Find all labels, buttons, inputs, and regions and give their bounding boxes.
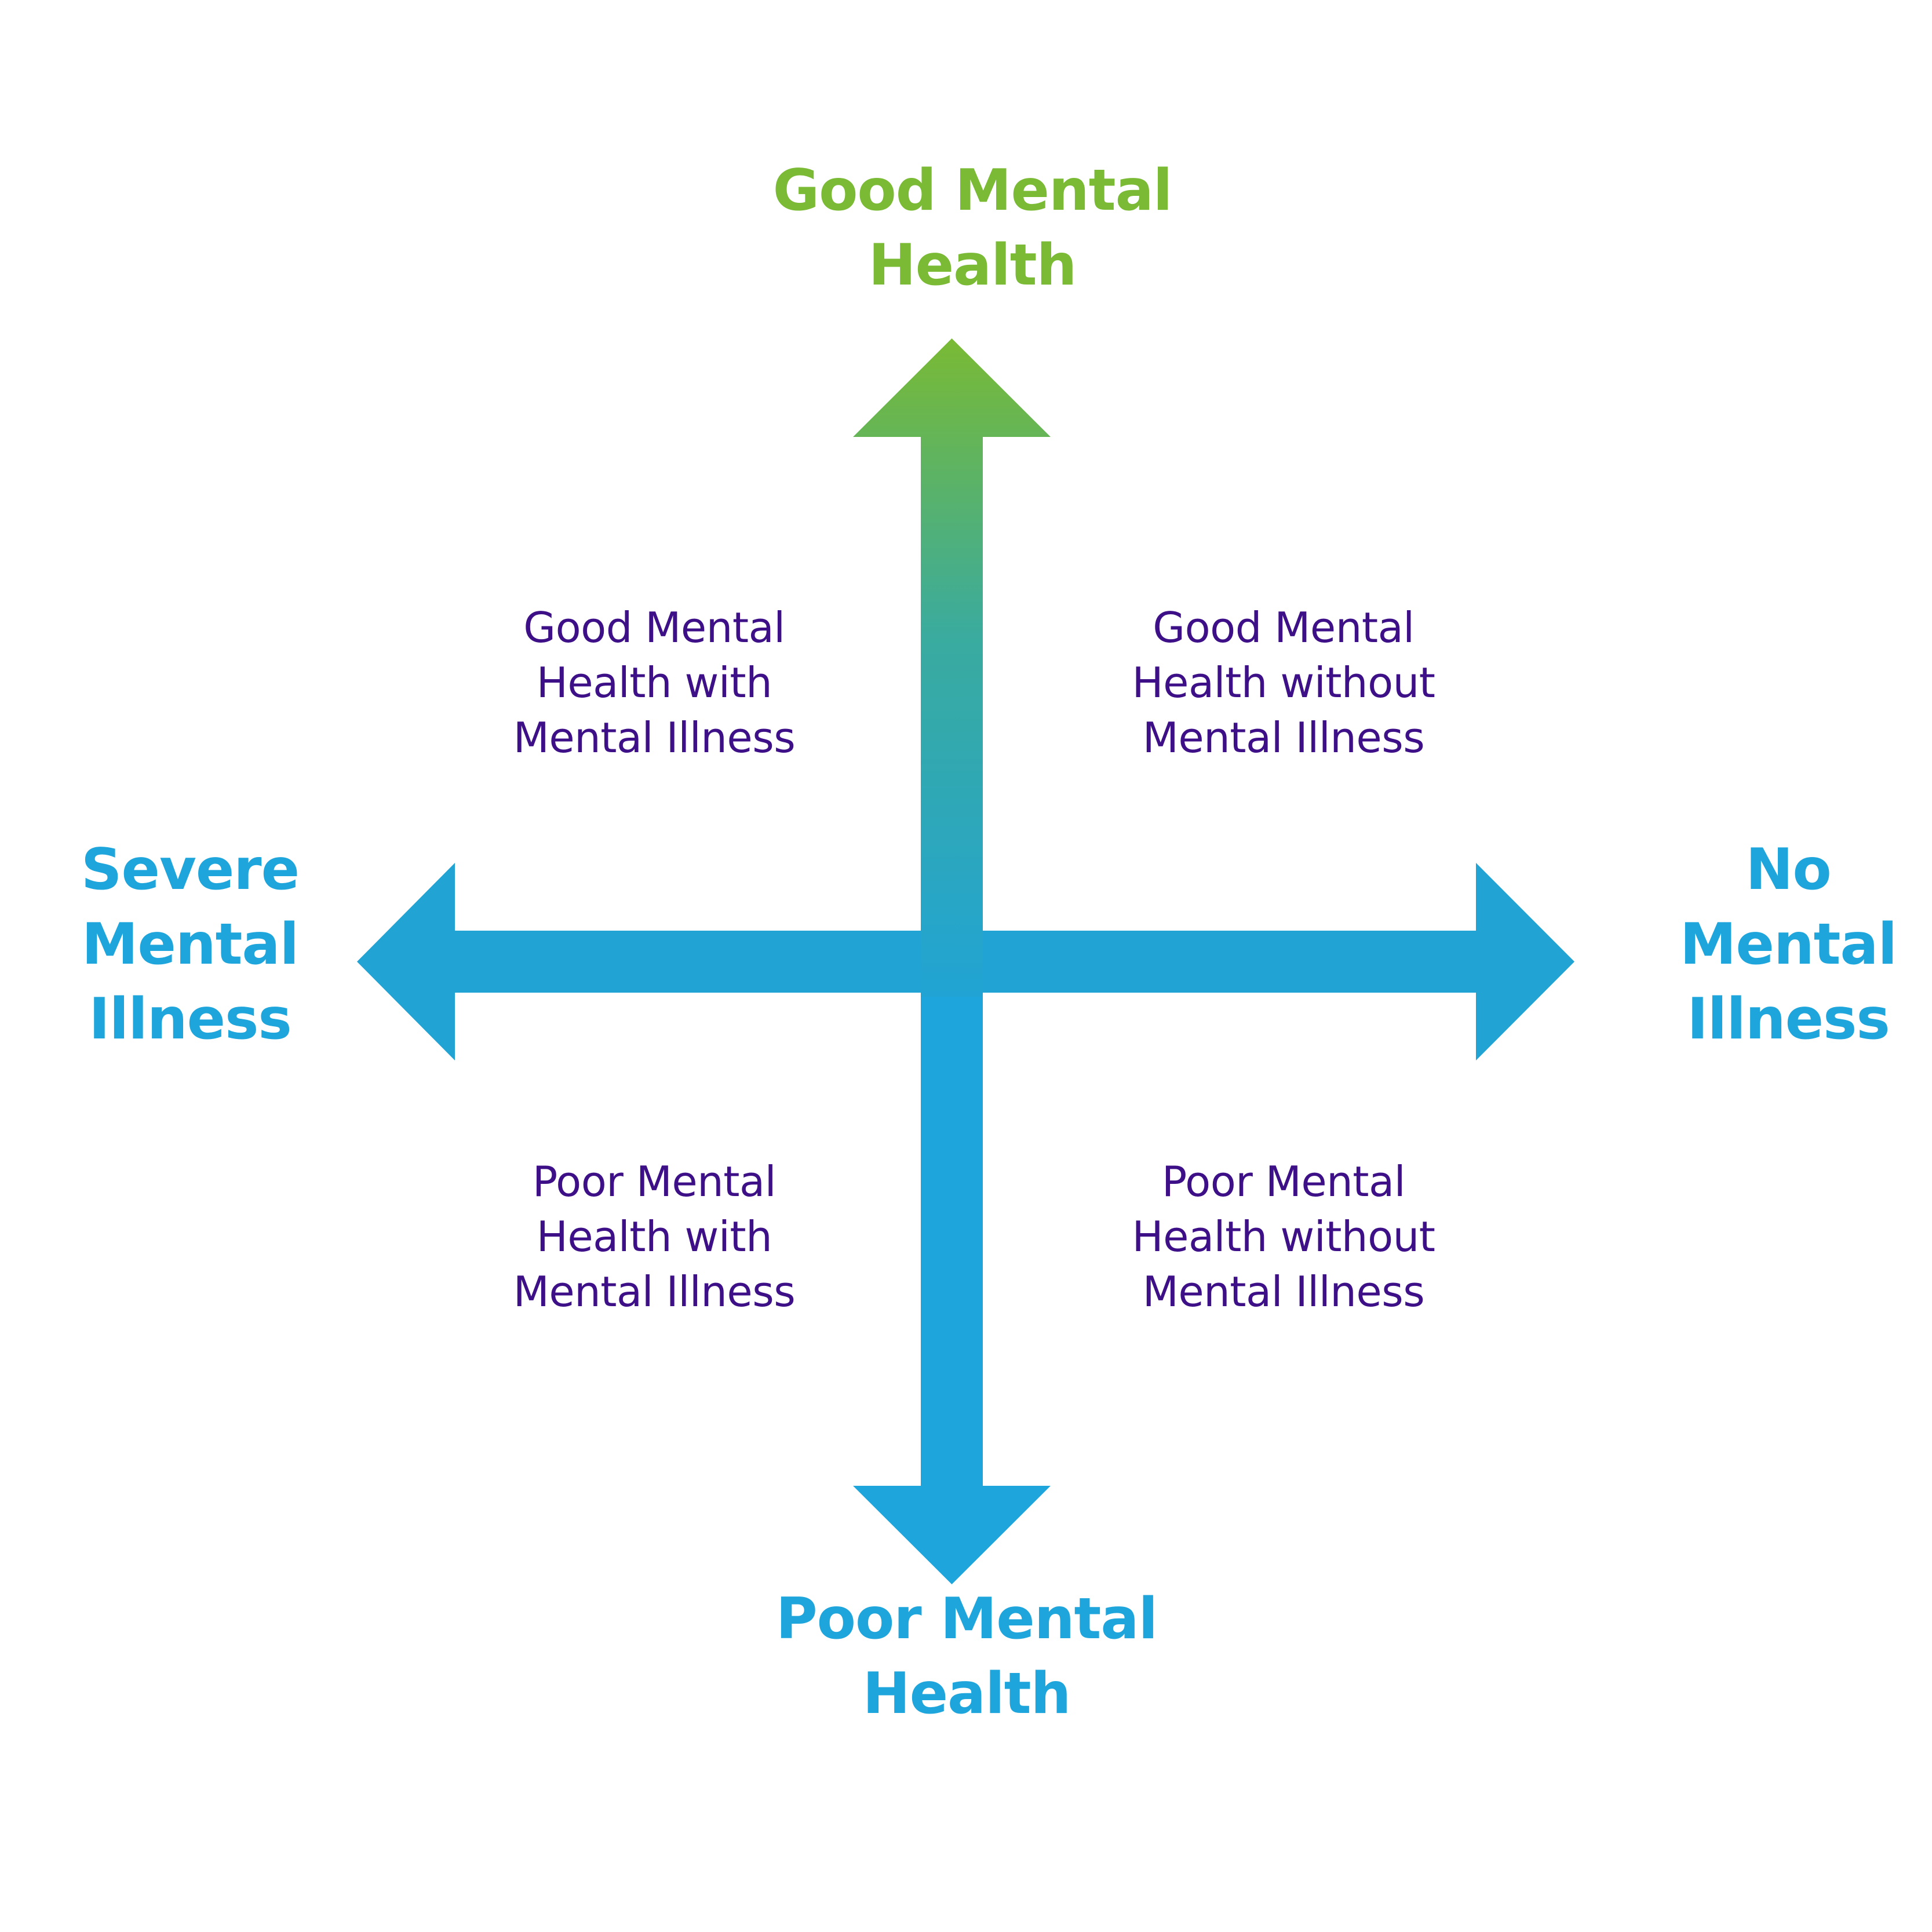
axis-label-line: Health [868, 232, 1077, 298]
quadrant-line: Mental Illness [1142, 1267, 1425, 1316]
axis-label-line: No [1745, 837, 1831, 903]
quadrant-line: Health with [536, 658, 772, 707]
quadrant-line: Poor Mental [532, 1157, 777, 1206]
quadrant-line: Mental Illness [513, 713, 796, 762]
arrow-up-icon [853, 338, 1051, 997]
axis-label-line: Illness [1687, 986, 1890, 1052]
quadrant-good-health-with-illness: Good Mental Health with Mental Illness [480, 600, 828, 765]
axis-label-severe-mental-illness: Severe Mental Illness [16, 833, 364, 1057]
axis-label-line: Illness [89, 986, 292, 1052]
axis-label-line: Mental [1679, 912, 1897, 978]
axis-label-line: Good Mental [772, 158, 1173, 224]
axis-label-line: Health [862, 1661, 1071, 1727]
axis-label-line: Severe [81, 837, 300, 903]
axis-label-good-mental-health: Good Mental Health [683, 154, 1262, 303]
quadrant-line: Health without [1132, 658, 1435, 707]
quadrant-line: Health without [1132, 1212, 1435, 1261]
quadrant-line: Mental Illness [513, 1267, 796, 1316]
axis-label-line: Mental [81, 912, 299, 978]
arrow-left-icon [357, 863, 927, 1060]
quadrant-good-health-without-illness: Good Mental Health without Mental Illnes… [1110, 600, 1457, 765]
quadrant-line: Mental Illness [1142, 713, 1425, 762]
quadrant-line: Health with [536, 1212, 772, 1261]
quadrant-poor-health-without-illness: Poor Mental Health without Mental Illnes… [1110, 1154, 1457, 1319]
arrow-down-icon [853, 927, 1051, 1584]
quadrant-line: Poor Mental [1161, 1157, 1406, 1206]
quadrant-poor-health-with-illness: Poor Mental Health with Mental Illness [480, 1154, 828, 1319]
axis-label-poor-mental-health: Poor Mental Health [677, 1582, 1256, 1731]
quadrant-line: Good Mental [523, 603, 785, 652]
arrow-right-icon [974, 863, 1574, 1060]
axis-label-line: Poor Mental [775, 1586, 1158, 1652]
quadrant-line: Good Mental [1153, 603, 1415, 652]
axis-label-no-mental-illness: No Mental Illness [1614, 833, 1932, 1057]
